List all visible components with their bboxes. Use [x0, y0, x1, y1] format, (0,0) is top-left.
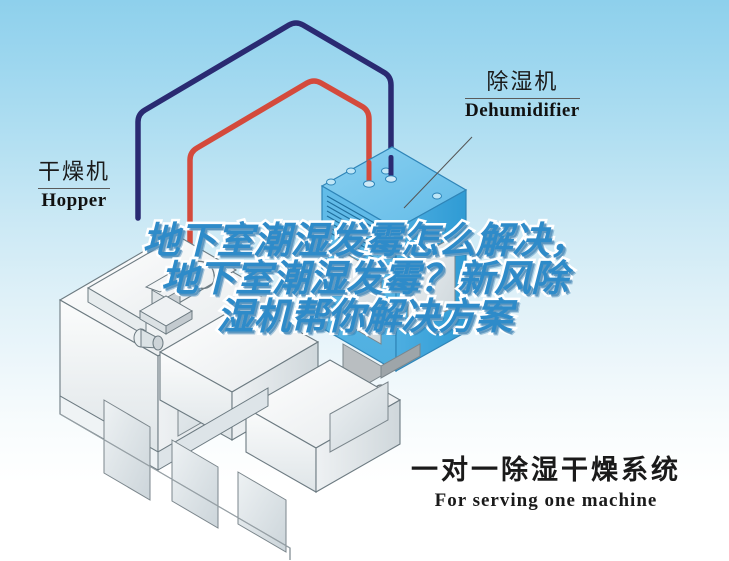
system-caption-en: For serving one machine — [434, 490, 658, 511]
system-caption: 一对一除湿干燥系统 For serving one machine — [386, 455, 706, 513]
return-air-pipe — [187, 78, 372, 253]
callout-dehumidifier-cn: 除湿机 — [486, 70, 559, 95]
callout-hopper: 干燥机 Hopper — [38, 160, 111, 212]
dehumidifier-unit — [320, 136, 473, 400]
callout-dehumidifier: 除湿机 Dehumidifier — [465, 70, 580, 122]
dry-air-pipe — [135, 20, 394, 221]
callout-hopper-en: Hopper — [41, 190, 107, 211]
callout-hopper-cn: 干燥机 — [38, 160, 111, 185]
dehumidifier-grille — [326, 195, 379, 261]
system-caption-cn: 一对一除湿干燥系统 — [411, 455, 681, 486]
callout-hopper-rule — [38, 188, 111, 189]
callout-dehumidifier-rule — [465, 98, 580, 99]
dehumidifier-lower-vents — [326, 299, 340, 320]
hopper-machine-bank — [58, 235, 402, 560]
callout-dehumidifier-en: Dehumidifier — [465, 100, 580, 121]
blower-connector — [133, 328, 164, 351]
material-feeder — [138, 260, 215, 335]
